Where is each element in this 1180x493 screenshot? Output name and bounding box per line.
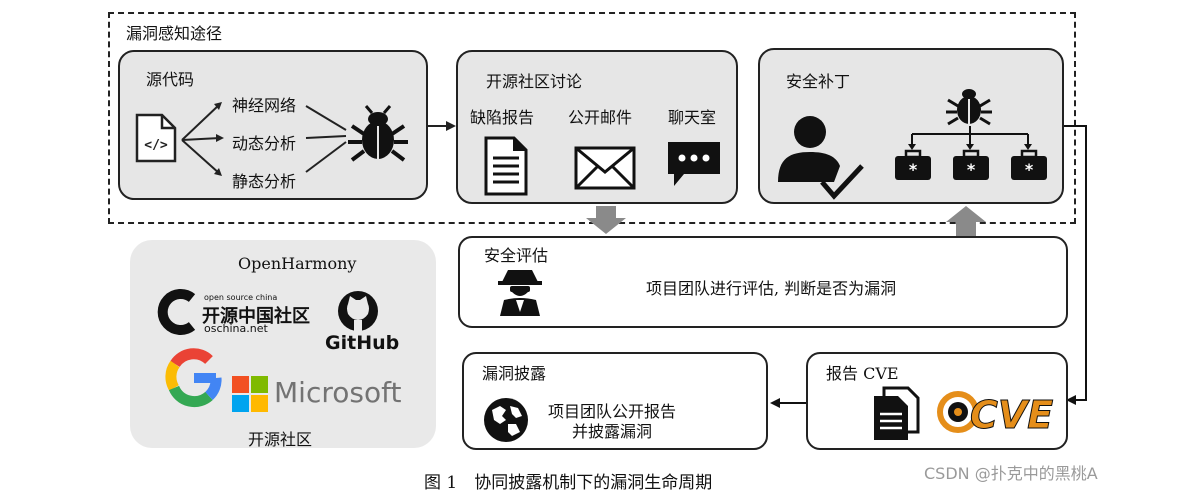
channel-chat-room: 聊天室 <box>668 108 717 127</box>
oschina-small-text: open source china <box>204 293 278 302</box>
svg-text:*: * <box>1025 160 1034 179</box>
gray-arrow-up <box>946 206 986 236</box>
svg-text:*: * <box>967 160 976 179</box>
patch-kit-icon-3: * <box>1011 149 1047 180</box>
globe-icon <box>484 398 528 442</box>
oschina-logo-icon <box>157 289 196 335</box>
google-logo-icon <box>165 348 222 408</box>
open-source-community-footer: 开源社区 <box>248 430 313 449</box>
microsoft-logo-icon <box>232 376 268 412</box>
security-assessment-box <box>458 236 1068 328</box>
converge-arrows <box>305 105 347 173</box>
cve-logo: CVE <box>937 391 1054 438</box>
community-discussion-title: 开源社区讨论 <box>486 72 583 91</box>
patch-kit-icon-1: * <box>895 149 931 180</box>
fan-out-arrows <box>181 102 224 176</box>
security-patch-title: 安全补丁 <box>786 72 851 91</box>
user-check-icon <box>778 116 864 200</box>
vulnerability-disclosure-title: 漏洞披露 <box>482 364 547 383</box>
documents-icon <box>874 386 920 440</box>
document-icon <box>484 136 528 196</box>
report-cve-box <box>806 352 1068 450</box>
security-assessment-title: 安全评估 <box>484 246 549 265</box>
oschina-main-text: 开源中国社区 <box>202 306 310 327</box>
patch-distribution-tree <box>908 126 1032 150</box>
cve-logo-text: CVE <box>970 393 1053 437</box>
mail-icon <box>574 146 636 190</box>
method-neural-network: 神经网络 <box>232 96 297 115</box>
security-assessment-description: 项目团队进行评估, 判断是否为漏洞 <box>646 279 897 298</box>
bug-icon <box>348 105 408 162</box>
disclosure-desc-line1: 项目团队公开报告 <box>548 402 677 421</box>
svg-text:</>: </> <box>144 138 168 153</box>
perception-region <box>108 12 1076 224</box>
method-static-analysis: 静态分析 <box>232 172 297 191</box>
source-code-title: 源代码 <box>146 70 195 89</box>
open-source-community-panel <box>130 240 436 448</box>
gray-arrow-down <box>586 206 626 234</box>
openharmony-heading: OpenHarmony <box>238 254 357 273</box>
report-cve-title: 报告 CVE <box>826 364 899 383</box>
arrow-source-to-community <box>428 121 456 131</box>
arrow-cve-to-disclosure <box>770 398 808 408</box>
disclosure-desc-line2: 并披露漏洞 <box>572 422 653 441</box>
patch-kit-icon-2: * <box>953 149 989 180</box>
chat-bubble-icon <box>668 142 720 186</box>
oschina-domain-text: oschina.net <box>204 322 268 335</box>
figure-caption: 图 1 协同披露机制下的漏洞生命周期 <box>424 473 713 493</box>
spy-agent-icon <box>498 270 542 316</box>
method-dynamic-analysis: 动态分析 <box>232 134 297 153</box>
github-wordmark: GitHub <box>325 332 400 354</box>
connector-patch-to-cve <box>1064 125 1087 405</box>
code-file-icon: </> <box>135 113 177 163</box>
channel-bug-report: 缺陷报告 <box>470 108 535 127</box>
csdn-watermark: CSDN @扑克中的黑桃A <box>924 464 1098 483</box>
svg-text:*: * <box>909 160 918 179</box>
github-octocat-icon <box>338 291 378 331</box>
channel-public-mail: 公开邮件 <box>568 108 633 127</box>
microsoft-wordmark: Microsoft <box>274 376 402 409</box>
patch-bug-icon <box>946 89 992 126</box>
perception-region-label: 漏洞感知途径 <box>126 24 223 43</box>
